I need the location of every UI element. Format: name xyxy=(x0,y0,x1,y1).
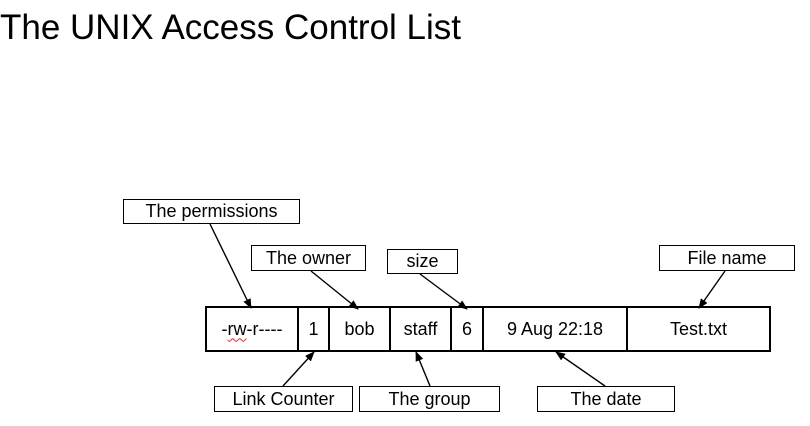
date-label: The date xyxy=(537,386,675,412)
permissions-suffix: -r---- xyxy=(246,318,283,339)
link-counter-arrow xyxy=(282,351,315,387)
file-name-arrow xyxy=(698,270,726,309)
owner-arrow xyxy=(310,270,359,310)
group-label: The group xyxy=(359,386,500,412)
owner-cell: bob xyxy=(330,308,391,350)
group-arrow xyxy=(415,351,431,387)
size-arrow xyxy=(419,273,468,310)
filename-cell: Test.txt xyxy=(669,318,727,339)
permissions-arrow xyxy=(209,223,252,309)
permissions-squiggle: rw xyxy=(227,318,247,339)
file-name-label: File name xyxy=(659,245,795,271)
link-counter-label: Link Counter xyxy=(214,386,353,412)
size-cell: 6 xyxy=(452,308,484,350)
date-cell: 9 Aug 22:18 xyxy=(484,308,628,350)
permissions-cell: -rw-r---- xyxy=(207,308,299,350)
permissions-label: The permissions xyxy=(123,199,300,224)
link-count-cell: 1 xyxy=(299,308,330,350)
size-label: size xyxy=(387,249,458,274)
owner-label: The owner xyxy=(251,245,366,271)
acl-entry-row: -rw-r---- 1 bob staff 6 9 Aug 22:18 Test… xyxy=(205,306,771,352)
date-arrow xyxy=(555,351,606,387)
permissions-prefix: - xyxy=(221,318,228,339)
slide-title: The UNIX Access Control List xyxy=(0,8,461,47)
group-cell: staff xyxy=(391,308,452,350)
